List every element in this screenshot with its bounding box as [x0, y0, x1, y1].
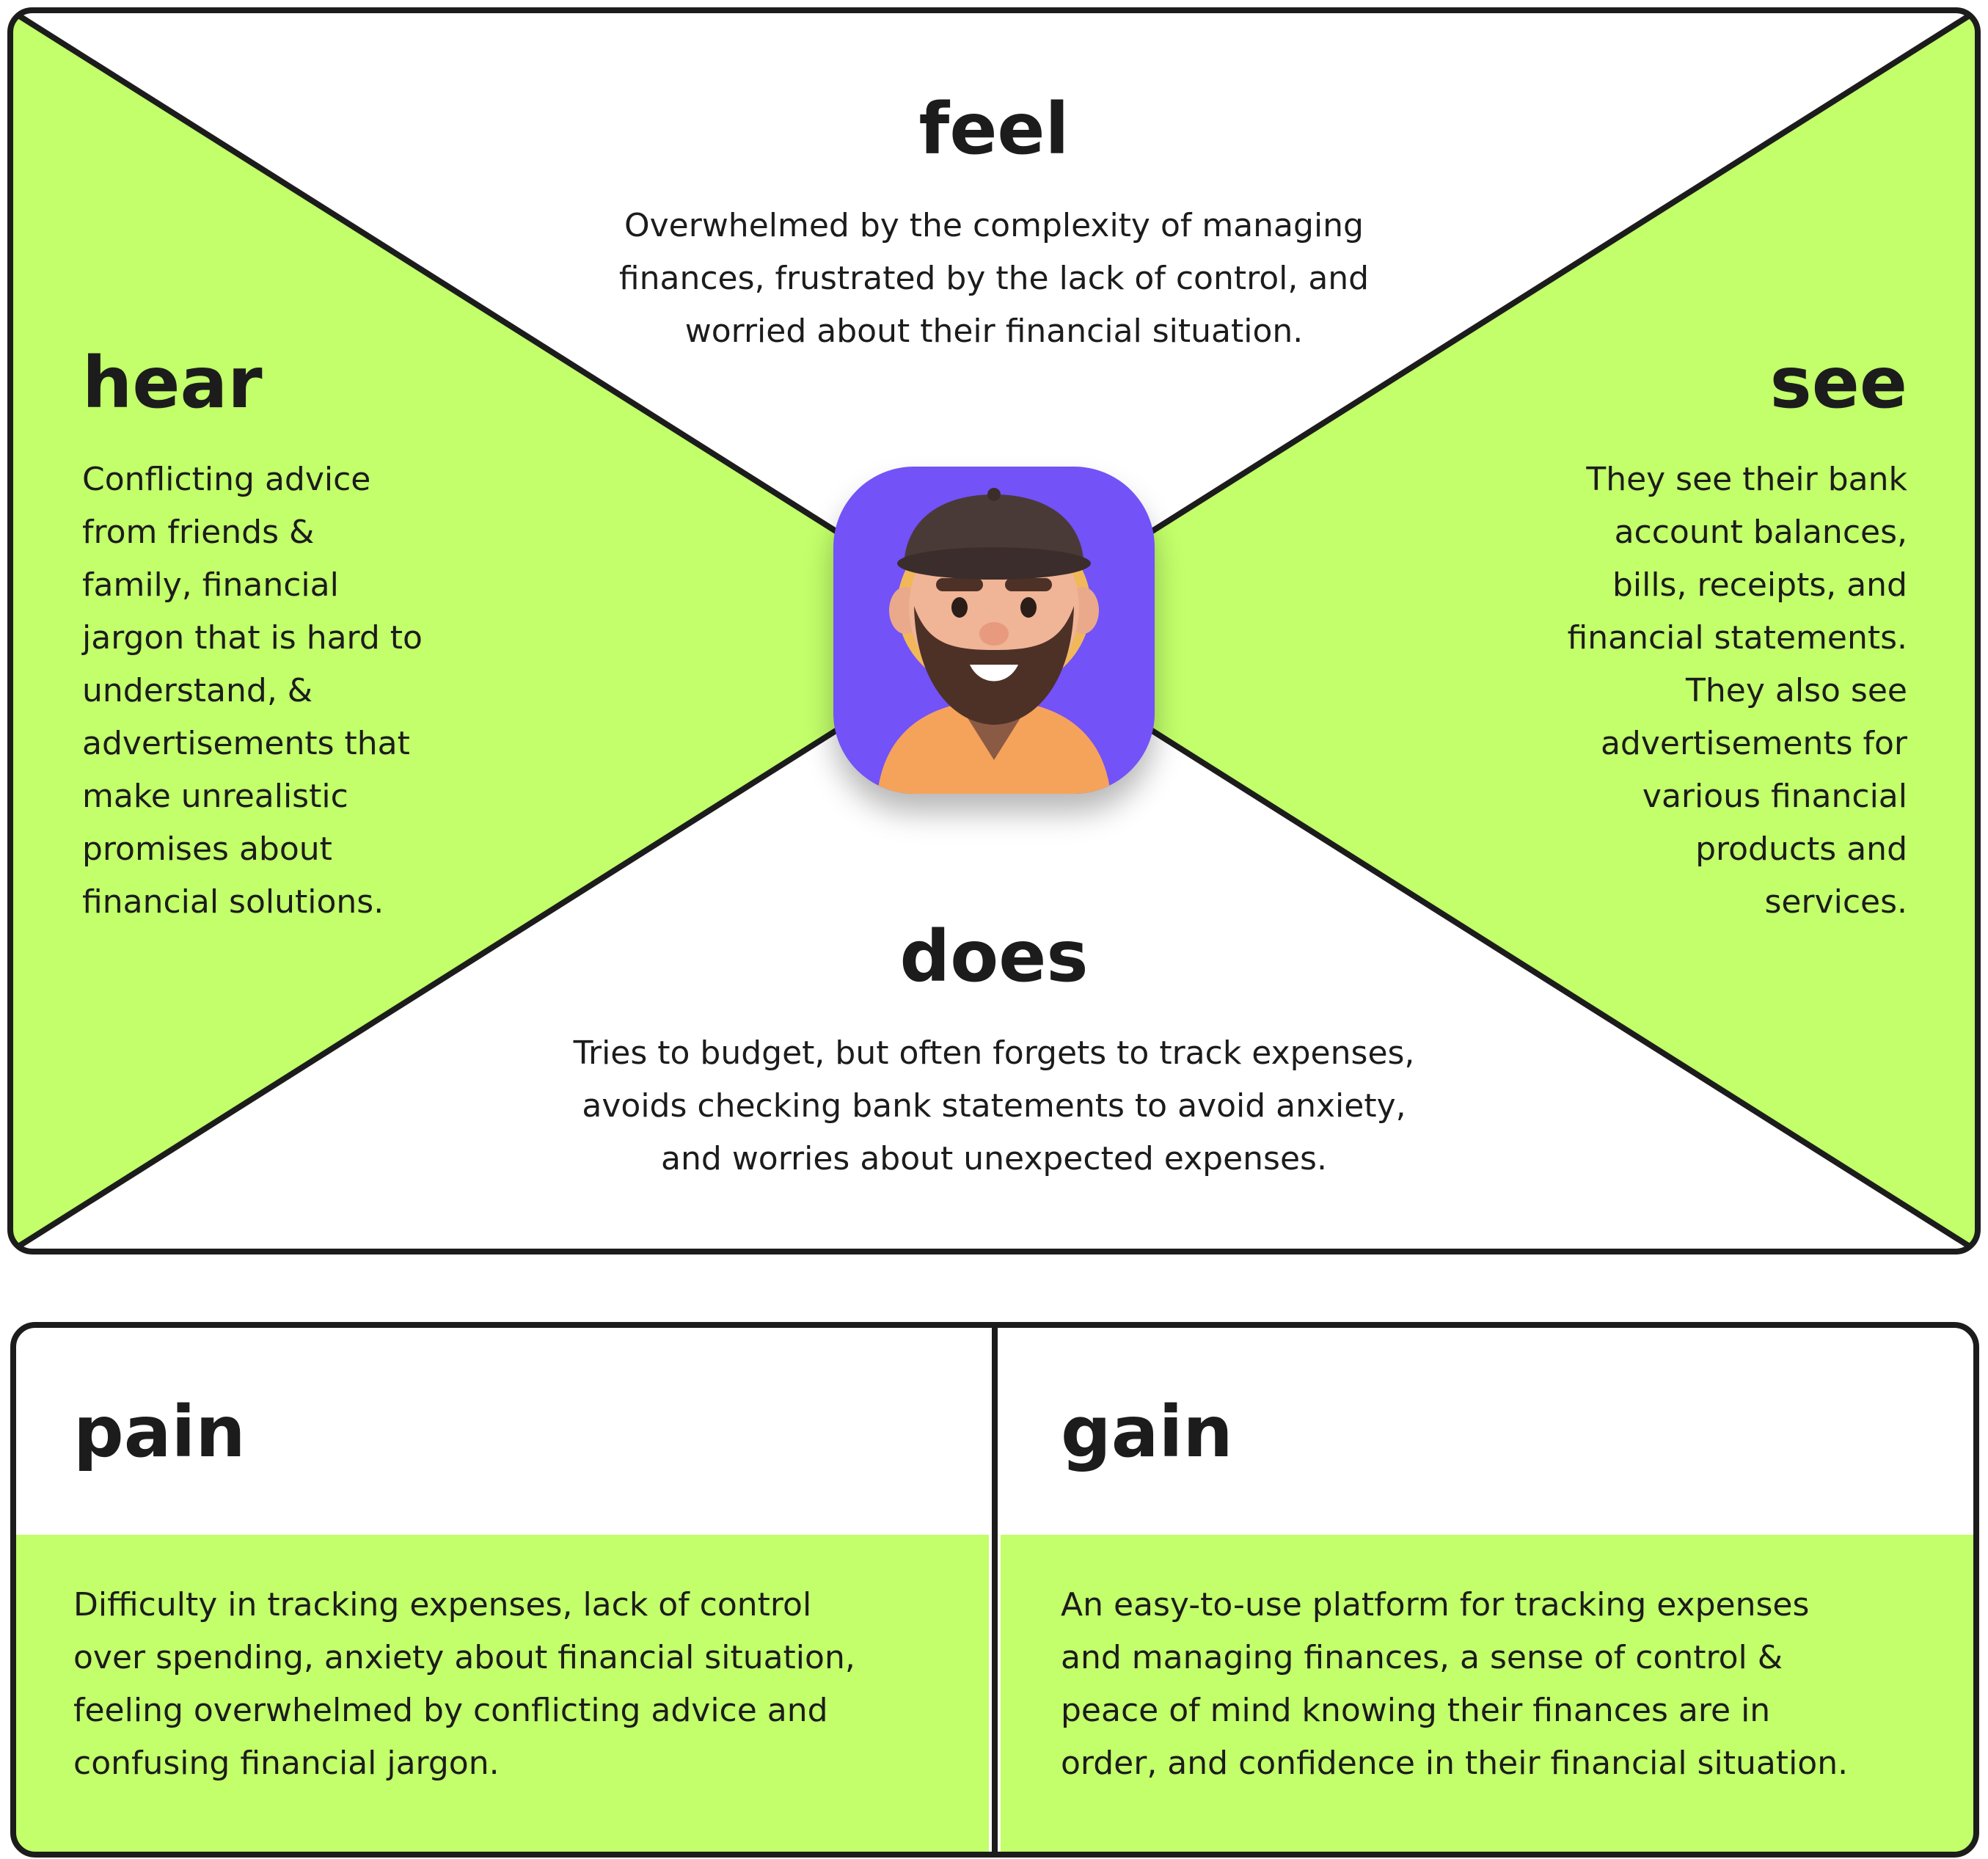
see-heading: see — [1769, 342, 1907, 424]
does-text: Tries to budget, but often forgets to tr… — [573, 1034, 1415, 1177]
avatar-cap-button — [987, 488, 1001, 501]
pain-heading: pain — [73, 1391, 246, 1473]
gain-heading: gain — [1061, 1391, 1233, 1473]
user-avatar-icon — [877, 488, 1111, 794]
pain-highlight — [13, 1535, 989, 1856]
see-quadrant — [994, 10, 1978, 1252]
avatar-eyebrow-left — [936, 578, 983, 591]
hear-text: Conflicting advice from friends & family… — [82, 461, 423, 921]
pain-text: Difficulty in tracking expenses, lack of… — [73, 1586, 855, 1782]
feel-text: Overwhelmed by the complexity of managin… — [618, 207, 1370, 350]
gain-text: An easy-to-use platform for tracking exp… — [1061, 1586, 1849, 1782]
hear-quadrant — [10, 10, 994, 1252]
avatar-cap-brim — [897, 547, 1091, 580]
avatar-nose — [979, 622, 1009, 646]
avatar-eye-left — [951, 597, 968, 618]
avatar-eye-right — [1020, 597, 1037, 618]
feel-heading: feel — [918, 88, 1070, 170]
gain-highlight — [1001, 1535, 1976, 1856]
does-heading: does — [899, 916, 1089, 998]
avatar-eyebrow-right — [1005, 578, 1052, 591]
hear-heading: hear — [82, 342, 263, 424]
avatar-mouth — [970, 665, 1018, 682]
user-avatar — [833, 467, 1155, 794]
empathy-map-shapes — [10, 10, 1978, 1252]
see-text: They see their bank account balances, bi… — [1567, 461, 1907, 921]
